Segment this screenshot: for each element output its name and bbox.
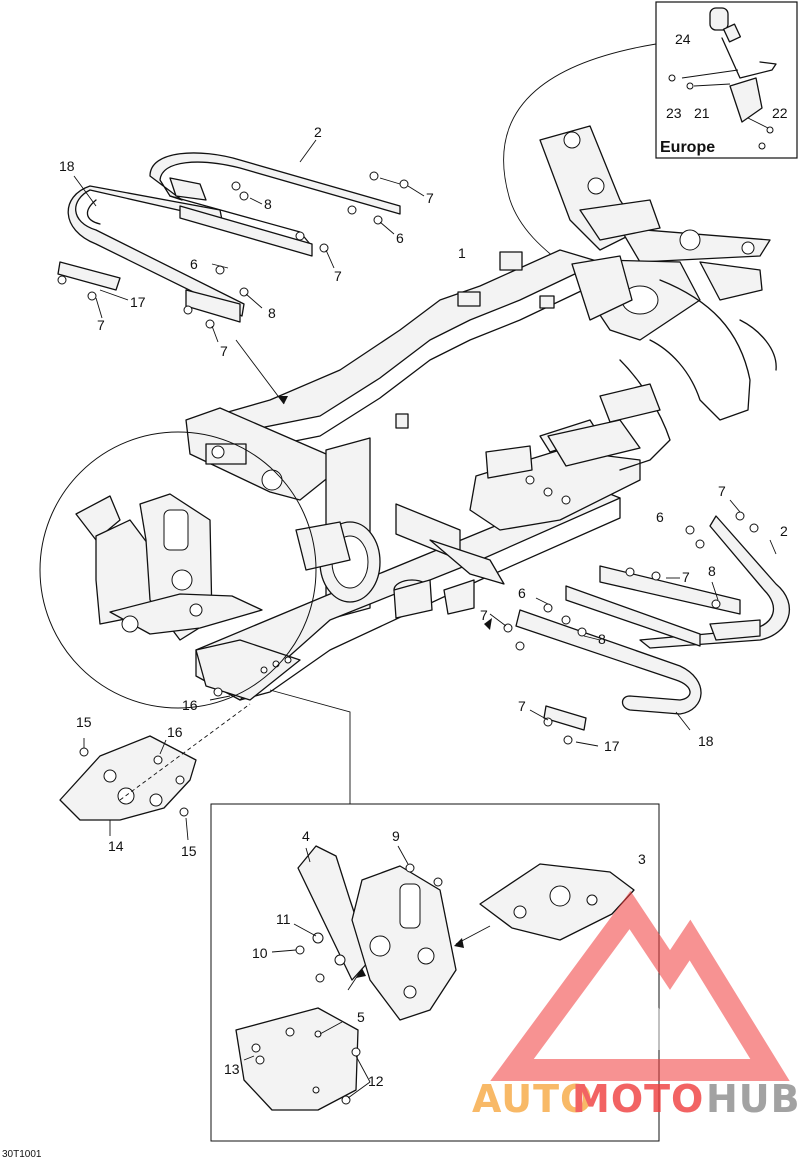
callout-17-left: 17	[130, 294, 146, 310]
callout-7-h: 7	[518, 698, 526, 714]
callout-16-b: 16	[167, 724, 183, 740]
callout-15-a: 15	[76, 714, 92, 730]
callout-6-d: 6	[518, 585, 526, 601]
right-hardware	[484, 499, 777, 747]
callout-14: 14	[108, 838, 124, 854]
callout-15-b: 15	[181, 843, 197, 859]
callout-13: 13	[224, 1061, 240, 1077]
callout-16-a: 16	[182, 697, 198, 713]
callout-18-right: 18	[698, 733, 714, 749]
inset-leader	[503, 43, 657, 263]
callout-9: 9	[392, 828, 400, 844]
right-rack-drawing	[515, 515, 791, 731]
left-hardware	[57, 139, 425, 405]
europe-inset: 24 23 21 22 Europe	[655, 1, 798, 159]
callout-18-left: 18	[59, 158, 75, 174]
callout-7-f: 7	[682, 569, 690, 585]
watermark-logo-triangle	[490, 890, 790, 1081]
europe-label: Europe	[660, 139, 715, 156]
watermark-text-moto: MOTO	[572, 1077, 704, 1121]
main-frame-drawing	[185, 125, 777, 701]
callout-8-a: 8	[264, 196, 272, 212]
callout-7-e: 7	[718, 483, 726, 499]
automotohub-watermark: AUTO MOTO HUB	[472, 890, 800, 1121]
callout-7-a: 7	[426, 190, 434, 206]
circle-detail	[39, 431, 317, 709]
callout-labels: 2 18 7 8 6 1 6 7 17 8 7 7 7 6 2 7 8 6 7 …	[59, 124, 788, 1089]
callout-6-c: 6	[656, 509, 664, 525]
callout-12: 12	[368, 1073, 384, 1089]
callout-7-b: 7	[334, 268, 342, 284]
callout-5: 5	[357, 1009, 365, 1025]
callout-21: 21	[694, 105, 710, 121]
watermark-text-auto: AUTO	[472, 1077, 593, 1121]
callout-7-c: 7	[97, 317, 105, 333]
figure-code: 30T1001	[2, 1149, 42, 1160]
callout-17-right: 17	[604, 738, 620, 754]
callout-10: 10	[252, 945, 268, 961]
watermark-text-hub: HUB	[706, 1077, 800, 1121]
callout-7-d: 7	[220, 343, 228, 359]
bracket-14-drawing	[59, 687, 251, 841]
callout-8-b: 8	[268, 305, 276, 321]
callout-8-d: 8	[598, 631, 606, 647]
ignition-switch-drawing	[668, 7, 777, 150]
left-rack-drawing	[57, 152, 401, 323]
callout-7-g: 7	[480, 607, 488, 623]
callout-1: 1	[458, 245, 466, 261]
callout-24: 24	[675, 31, 691, 47]
callout-6-a: 6	[396, 230, 404, 246]
callout-11: 11	[276, 911, 291, 927]
callout-2-left: 2	[314, 124, 322, 140]
callout-2-right: 2	[780, 523, 788, 539]
callout-22: 22	[772, 105, 788, 121]
callout-23: 23	[666, 105, 682, 121]
callout-6-b: 6	[190, 256, 198, 272]
callout-8-c: 8	[708, 563, 716, 579]
callout-3: 3	[638, 851, 646, 867]
callout-4: 4	[302, 828, 310, 844]
